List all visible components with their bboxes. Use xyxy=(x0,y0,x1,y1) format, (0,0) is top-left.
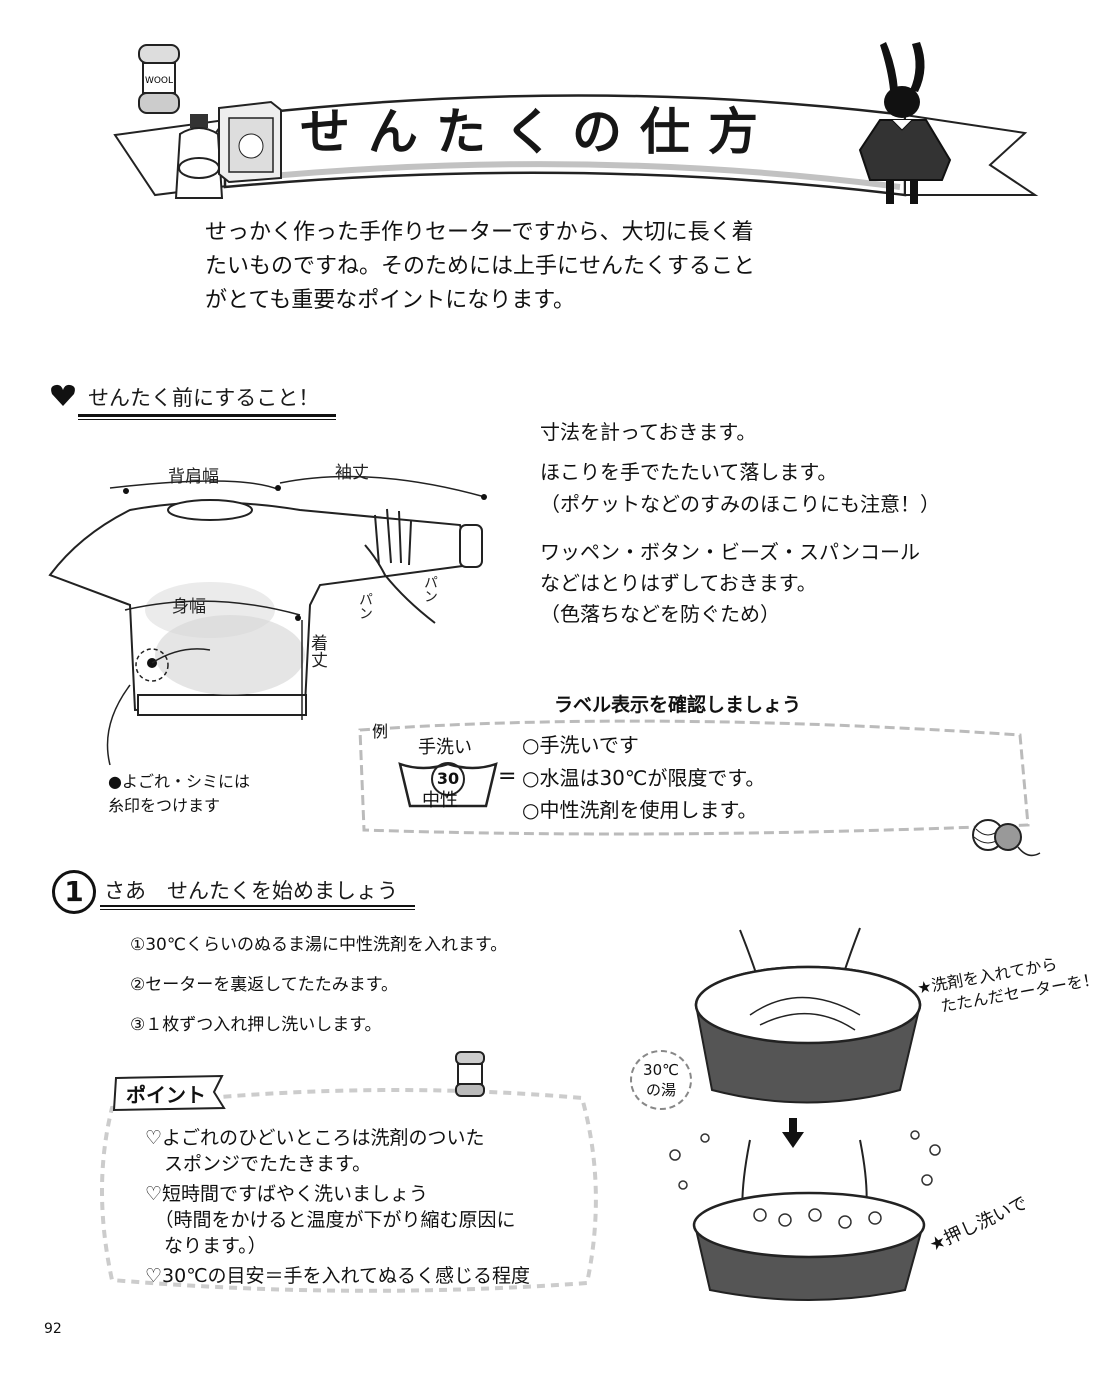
before-text-4: ワッペン・ボタン・ビーズ・スパンコール xyxy=(540,540,920,564)
intro-line: がとても重要なポイントになります。 xyxy=(205,288,576,313)
heart-icon xyxy=(51,384,75,406)
intro-line: たいものですね。そのためには上手にせんたくすること xyxy=(205,254,756,279)
point-title-tag xyxy=(112,1074,226,1112)
symbol-bottom-text: 中性 xyxy=(422,790,458,811)
point-line: ♡30℃の目安＝手を入れてぬるく感じる程度 xyxy=(145,1265,530,1287)
page-title: せんたくの仕方 xyxy=(300,103,776,161)
yarn-ball-icon xyxy=(972,819,1041,857)
label-total-length: 着丈 xyxy=(307,634,327,668)
water-temp-line: 30℃ xyxy=(643,1061,679,1079)
label-box xyxy=(358,719,1030,836)
point-line: ♡短時間ですばやく洗いましょう xyxy=(145,1183,429,1205)
point-box xyxy=(100,1088,598,1293)
point-line: （時間をかけると温度が下がり縮む原因に xyxy=(145,1209,516,1231)
sweater-illustration xyxy=(48,475,487,766)
label-body-width: 身幅 xyxy=(172,597,206,617)
symbol-number-circle: 30 xyxy=(431,762,465,796)
step1-heading-underline xyxy=(100,905,415,910)
before-text-6: （色落ちなどを防ぐため） xyxy=(540,602,780,626)
wool-yarn-icon xyxy=(455,1051,485,1097)
label-line-2: ○水温は30℃が限度です。 xyxy=(522,766,766,790)
symbol-equals: = xyxy=(498,764,517,789)
point-line: ♡よごれのひどいところは洗剤のついた xyxy=(145,1127,485,1149)
symbol-top-text: 手洗い xyxy=(418,737,472,758)
detergent-box-icon xyxy=(218,100,282,184)
label-box-title: ラベル表示を確認しましょう xyxy=(548,690,808,717)
step1-item: ①30℃くらいのぬるま湯に中性洗剤を入れます。 xyxy=(130,935,508,955)
label-line-1: ○手洗いです xyxy=(522,733,639,757)
rabbit-icon xyxy=(858,42,952,204)
stain-note-line: ●よごれ・シミには xyxy=(108,772,250,791)
stain-note-line: 糸印をつけます xyxy=(108,796,221,815)
point-line: なります。） xyxy=(145,1235,267,1257)
point-line: スポンジでたたきます。 xyxy=(145,1153,372,1175)
intro-paragraph: せっかく作った手作りセーターですから、大切に長く着 たいものですね。そのためには… xyxy=(205,216,825,318)
water-temp-badge: 30℃ の湯 xyxy=(630,1050,692,1110)
page-number: 92 xyxy=(44,1321,62,1337)
washing-note-detergent: ★洗剤を入れてから たたんだセーターを！ xyxy=(916,947,1100,1022)
before-text-2: ほこりを手でたたいて落します。 xyxy=(540,460,838,484)
point-list: ♡よごれのひどいところは洗剤のついた スポンジでたたきます。 ♡短時間ですばやく… xyxy=(145,1125,530,1289)
stain-note: ●よごれ・シミには 糸印をつけます xyxy=(108,770,250,818)
before-text-1: 寸法を計っておきます。 xyxy=(540,420,757,444)
before-text-3: （ポケットなどのすみのほこりにも注意！） xyxy=(540,492,940,516)
before-text-5: などはとりはずしておきます。 xyxy=(540,571,817,595)
label-pat-sound: パン xyxy=(422,575,438,603)
down-arrow-icon xyxy=(782,1118,804,1148)
step1-item: ②セーターを裏返してたたみます。 xyxy=(130,975,399,995)
label-line-3: ○中性洗剤を使用します。 xyxy=(522,798,758,822)
washbasin-illustration xyxy=(669,1130,941,1301)
detergent-bottle-icon xyxy=(174,114,224,199)
label-pat-sound: パン xyxy=(357,592,373,620)
step1-heading: さあ せんたくを始めましょう xyxy=(104,879,398,903)
point-title: ポイント xyxy=(126,1083,206,1107)
title-ribbon xyxy=(113,94,1039,197)
washbasin-illustration xyxy=(694,927,922,1104)
intro-line: せっかく作った手作りセーターですから、大切に長く着 xyxy=(205,220,754,245)
label-shoulder-width: 背肩幅 xyxy=(168,467,219,487)
before-heading: せんたく前にすること！ xyxy=(88,386,320,410)
svg-text:WOOL: WOOL xyxy=(145,76,173,86)
label-example: 例 xyxy=(372,722,389,741)
step1-list: ①30℃くらいのぬるま湯に中性洗剤を入れます。 ②セーターを裏返してたたみます。… xyxy=(130,930,580,1040)
hand-icon xyxy=(364,508,436,624)
step-number: 1 xyxy=(52,870,96,914)
before-heading-underline xyxy=(78,414,336,420)
water-temp-line: の湯 xyxy=(645,1081,676,1099)
label-sleeve-length: 袖丈 xyxy=(335,463,369,483)
wool-yarn-icon: WOOL xyxy=(138,44,180,114)
step1-item: ③１枚ずつ入れ押し洗いします。 xyxy=(130,1015,382,1035)
